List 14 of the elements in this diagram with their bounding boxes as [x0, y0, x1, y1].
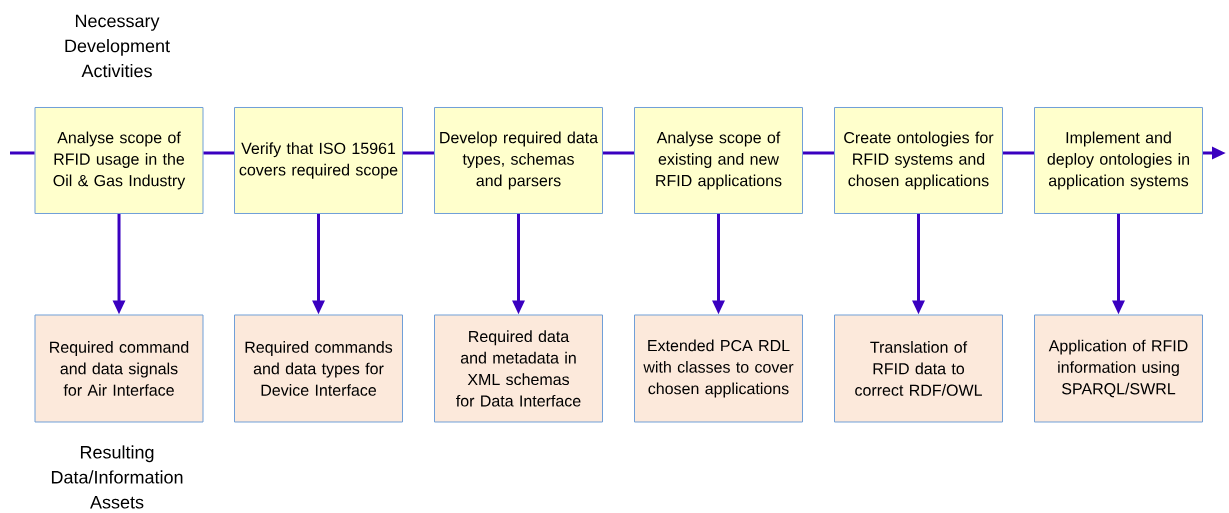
result-box: Required data and metadata in XML schemas for Data Interface [434, 314, 603, 423]
heading-label: Necessary Development Activities [65, 14, 170, 78]
result-box: Application of RFID information using SPARQL/SWRL [1034, 314, 1203, 423]
heading-label: Resulting Data/Information Assets [51, 445, 183, 509]
activity-box: Create ontologies for RFID systems and chosen applications [834, 107, 1003, 214]
result-box: Extended PCA RDL with classes to cover chosen applications [634, 314, 803, 423]
activity-box: Verify that ISO 15961 covers required scope [234, 107, 403, 214]
result-box: Required command and data signals for Air Interface [34, 314, 204, 423]
activity-box: Analyse scope of RFID usage in the Oil & Gas Industry [34, 107, 204, 214]
result-box: Required commands and data types for Device Interface [234, 314, 403, 423]
result-box: Translation of RFID data to correct RDF/OWL [834, 314, 1003, 423]
activity-box: Implement and deploy ontologies in application systems [1034, 107, 1203, 214]
activity-box: Develop required data types, schemas and parsers [434, 107, 603, 214]
activity-box: Analyse scope of existing and new RFID applications [634, 107, 803, 214]
